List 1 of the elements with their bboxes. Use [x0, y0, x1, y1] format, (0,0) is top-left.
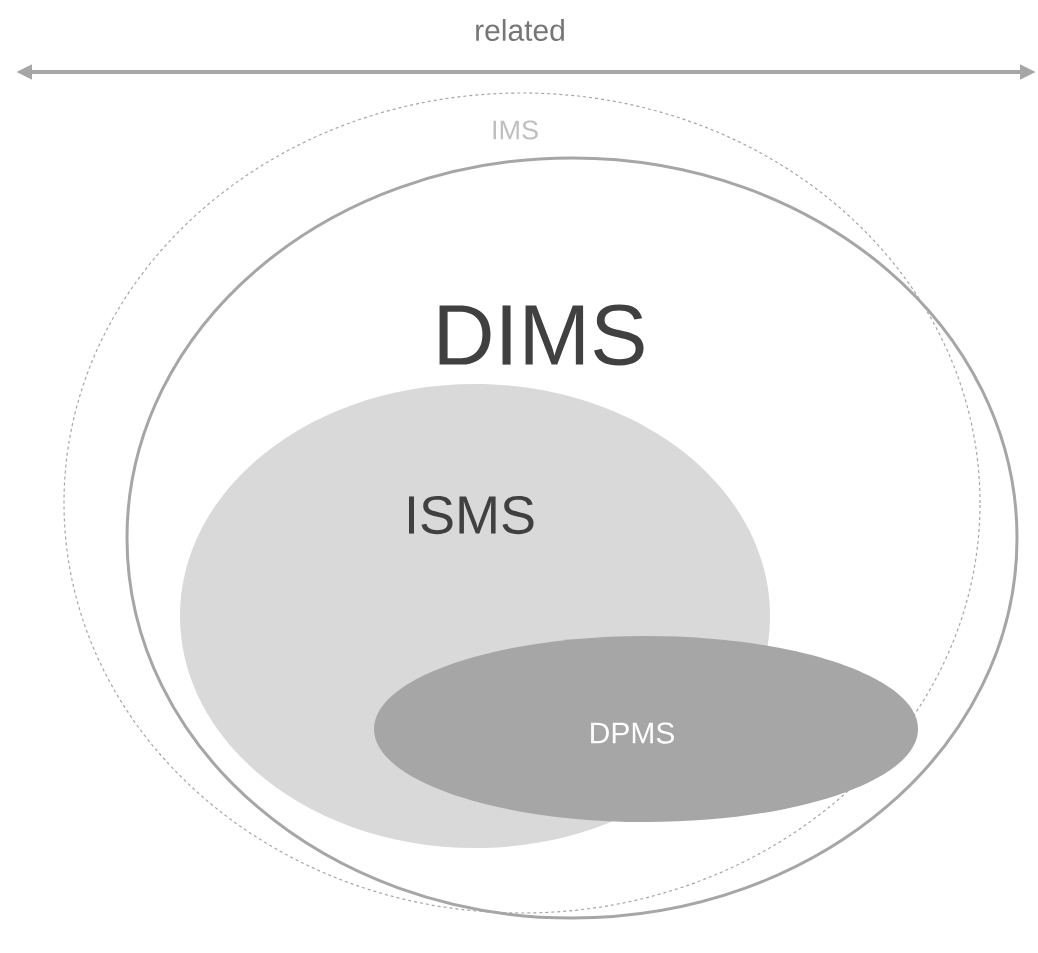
arrow-label: related	[476, 19, 564, 41]
